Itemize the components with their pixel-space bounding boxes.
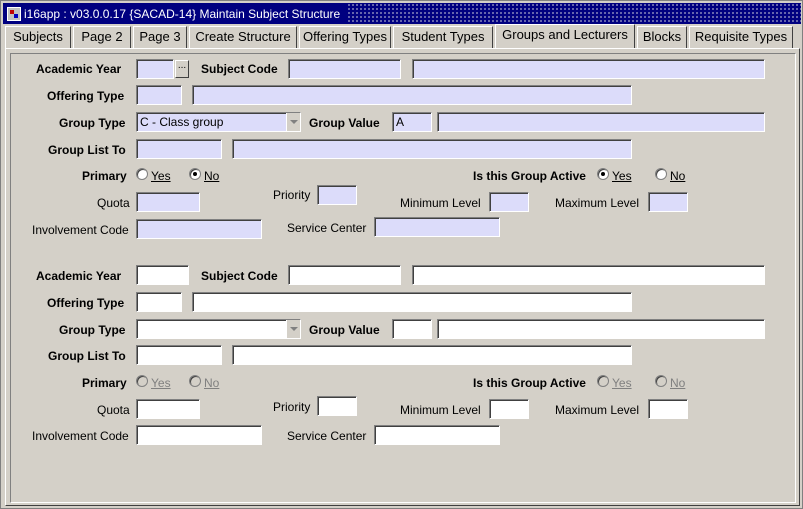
subject-description-field[interactable]	[412, 59, 765, 79]
involvement-code-field-2[interactable]	[136, 425, 262, 445]
group-list-to-label: Group List To	[48, 143, 126, 157]
group-list-description-field-2[interactable]	[232, 345, 632, 365]
tab-subjects[interactable]: Subjects	[5, 26, 71, 48]
form-area: Academic Year ... Subject Code Offering …	[10, 53, 796, 503]
subject-code-label-2: Subject Code	[201, 269, 278, 283]
minimum-level-label: Minimum Level	[400, 196, 481, 210]
minimum-level-label-2: Minimum Level	[400, 403, 481, 417]
primary-no-radio[interactable]	[189, 168, 201, 180]
tab-blocks[interactable]: Blocks	[637, 26, 687, 48]
priority-field[interactable]	[317, 185, 357, 205]
group-value-field[interactable]: A	[392, 112, 432, 132]
active-yes-label: Yes	[612, 169, 632, 183]
service-center-label-2: Service Center	[287, 429, 367, 443]
primary-label-2: Primary	[82, 376, 127, 390]
subject-code-field[interactable]	[288, 59, 401, 79]
maximum-level-field-2[interactable]	[648, 399, 688, 419]
academic-year-field-2[interactable]	[136, 265, 189, 285]
group-type-value: C - Class group	[140, 115, 224, 129]
group-type-select-2[interactable]	[136, 319, 301, 339]
offering-type-label: Offering Type	[47, 89, 125, 103]
priority-label: Priority	[273, 188, 311, 202]
primary-yes-label-2: Yes	[151, 376, 171, 390]
active-yes-radio-2[interactable]	[597, 375, 609, 387]
group-description-field[interactable]	[437, 112, 765, 132]
maximum-level-label: Maximum Level	[555, 196, 640, 210]
group-value-label-2: Group Value	[309, 323, 380, 337]
quota-field[interactable]	[136, 192, 200, 212]
group-type-label-2: Group Type	[59, 323, 126, 337]
title-bar[interactable]: i16app : v03.0.0.17 {SACAD-14} Maintain …	[3, 3, 801, 24]
subject-code-field-2[interactable]	[288, 265, 401, 285]
group-list-description-field[interactable]	[232, 139, 632, 159]
group-list-to-field[interactable]	[136, 139, 222, 159]
active-no-radio[interactable]	[655, 168, 667, 180]
academic-year-field[interactable]	[136, 59, 174, 79]
group-active-label-2: Is this Group Active	[473, 376, 586, 390]
primary-no-label: No	[204, 169, 220, 183]
quota-label-2: Quota	[97, 403, 130, 417]
primary-yes-label: Yes	[151, 169, 171, 183]
window-title: i16app : v03.0.0.17 {SACAD-14} Maintain …	[24, 6, 341, 21]
minimum-level-field-2[interactable]	[489, 399, 529, 419]
active-no-label-2: No	[670, 376, 686, 390]
service-center-field-2[interactable]	[374, 425, 500, 445]
primary-no-radio-2[interactable]	[189, 375, 201, 387]
tab-offering-types[interactable]: Offering Types	[299, 26, 391, 48]
service-center-field[interactable]	[374, 217, 500, 237]
offering-type-field[interactable]	[136, 85, 182, 105]
primary-yes-radio[interactable]	[136, 168, 148, 180]
maximum-level-label-2: Maximum Level	[555, 403, 640, 417]
tab-page-3[interactable]: Page 3	[133, 26, 187, 48]
active-no-radio-2[interactable]	[655, 375, 667, 387]
group-value-field-2[interactable]	[392, 319, 432, 339]
tab-strip: Subjects Page 2 Page 3 Create Structure …	[5, 24, 800, 48]
academic-year-label: Academic Year	[36, 62, 122, 76]
chevron-down-icon[interactable]	[286, 113, 300, 131]
primary-label: Primary	[82, 169, 127, 183]
group-type-select[interactable]: C - Class group	[136, 112, 301, 132]
priority-label-2: Priority	[273, 400, 311, 414]
app-icon[interactable]	[7, 6, 21, 21]
quota-label: Quota	[97, 196, 130, 210]
group-list-to-label-2: Group List To	[48, 349, 126, 363]
maximum-level-field[interactable]	[648, 192, 688, 212]
group-description-field-2[interactable]	[437, 319, 765, 339]
offering-type-field-2[interactable]	[136, 292, 182, 312]
chevron-down-icon[interactable]	[286, 320, 300, 338]
active-yes-radio[interactable]	[597, 168, 609, 180]
offering-description-field[interactable]	[192, 85, 632, 105]
tab-groups-and-lecturers[interactable]: Groups and Lecturers	[495, 24, 635, 48]
group-type-label: Group Type	[59, 116, 126, 130]
academic-year-label-2: Academic Year	[36, 269, 122, 283]
primary-no-label-2: No	[204, 376, 220, 390]
subject-code-label: Subject Code	[201, 62, 278, 76]
tab-page-2[interactable]: Page 2	[73, 26, 131, 48]
priority-field-2[interactable]	[317, 396, 357, 416]
active-no-label: No	[670, 169, 686, 183]
involvement-code-field[interactable]	[136, 219, 262, 239]
active-yes-label-2: Yes	[612, 376, 632, 390]
group-list-to-field-2[interactable]	[136, 345, 222, 365]
group-active-label: Is this Group Active	[473, 169, 586, 183]
offering-description-field-2[interactable]	[192, 292, 632, 312]
tab-panel: Academic Year ... Subject Code Offering …	[5, 48, 800, 506]
primary-yes-radio-2[interactable]	[136, 375, 148, 387]
offering-type-label-2: Offering Type	[47, 296, 125, 310]
group-value-label: Group Value	[309, 116, 380, 130]
involvement-code-label: Involvement Code	[32, 223, 129, 237]
involvement-code-label-2: Involvement Code	[32, 429, 129, 443]
subject-description-field-2[interactable]	[412, 265, 765, 285]
quota-field-2[interactable]	[136, 399, 200, 419]
service-center-label: Service Center	[287, 221, 367, 235]
minimum-level-field[interactable]	[489, 192, 529, 212]
tab-student-types[interactable]: Student Types	[393, 26, 493, 48]
tab-requisite-types[interactable]: Requisite Types	[689, 26, 793, 48]
list-of-values-button[interactable]: ...	[175, 60, 189, 78]
tab-create-structure[interactable]: Create Structure	[189, 26, 297, 48]
